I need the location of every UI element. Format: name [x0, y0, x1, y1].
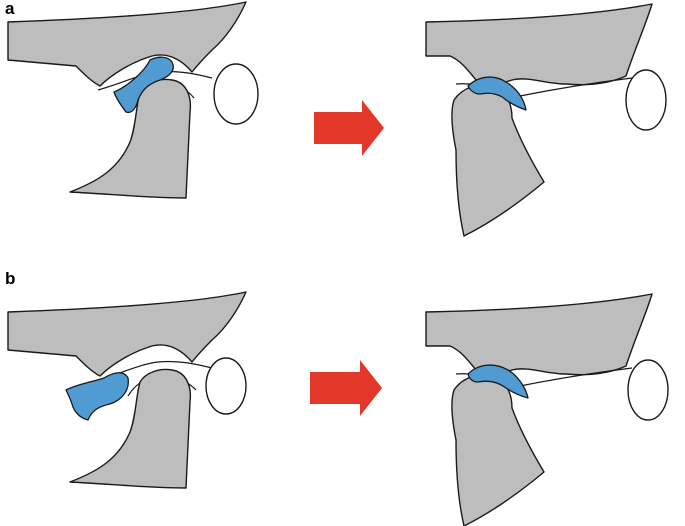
- panel-label-a: a: [5, 0, 15, 18]
- ear-canal: [625, 69, 667, 131]
- articular-disc: [113, 56, 174, 114]
- joint-a-closed: [7, 1, 259, 199]
- fossa-eminence-bone: [7, 1, 247, 91]
- condyle-bone: [451, 374, 545, 526]
- panel-a: a: [5, 0, 667, 237]
- fossa-eminence-bone: [425, 3, 653, 97]
- articular-disc: [467, 76, 527, 111]
- ear-canal: [627, 359, 669, 421]
- joint-b-open: [425, 293, 669, 526]
- right-arrow-icon: [310, 360, 382, 416]
- articular-disc: [65, 372, 129, 421]
- ear-canal: [213, 63, 259, 125]
- panel-label-b: b: [5, 269, 15, 288]
- condyle-bone: [451, 84, 545, 237]
- joint-a-open: [425, 3, 667, 237]
- right-arrow-icon: [314, 100, 384, 156]
- ear-canal: [205, 357, 247, 415]
- articular-disc: [467, 364, 529, 399]
- panel-b: b: [5, 269, 669, 526]
- fossa-eminence-bone: [425, 293, 653, 387]
- joint-b-closed: [7, 291, 247, 489]
- fossa-eminence-bone: [7, 291, 247, 381]
